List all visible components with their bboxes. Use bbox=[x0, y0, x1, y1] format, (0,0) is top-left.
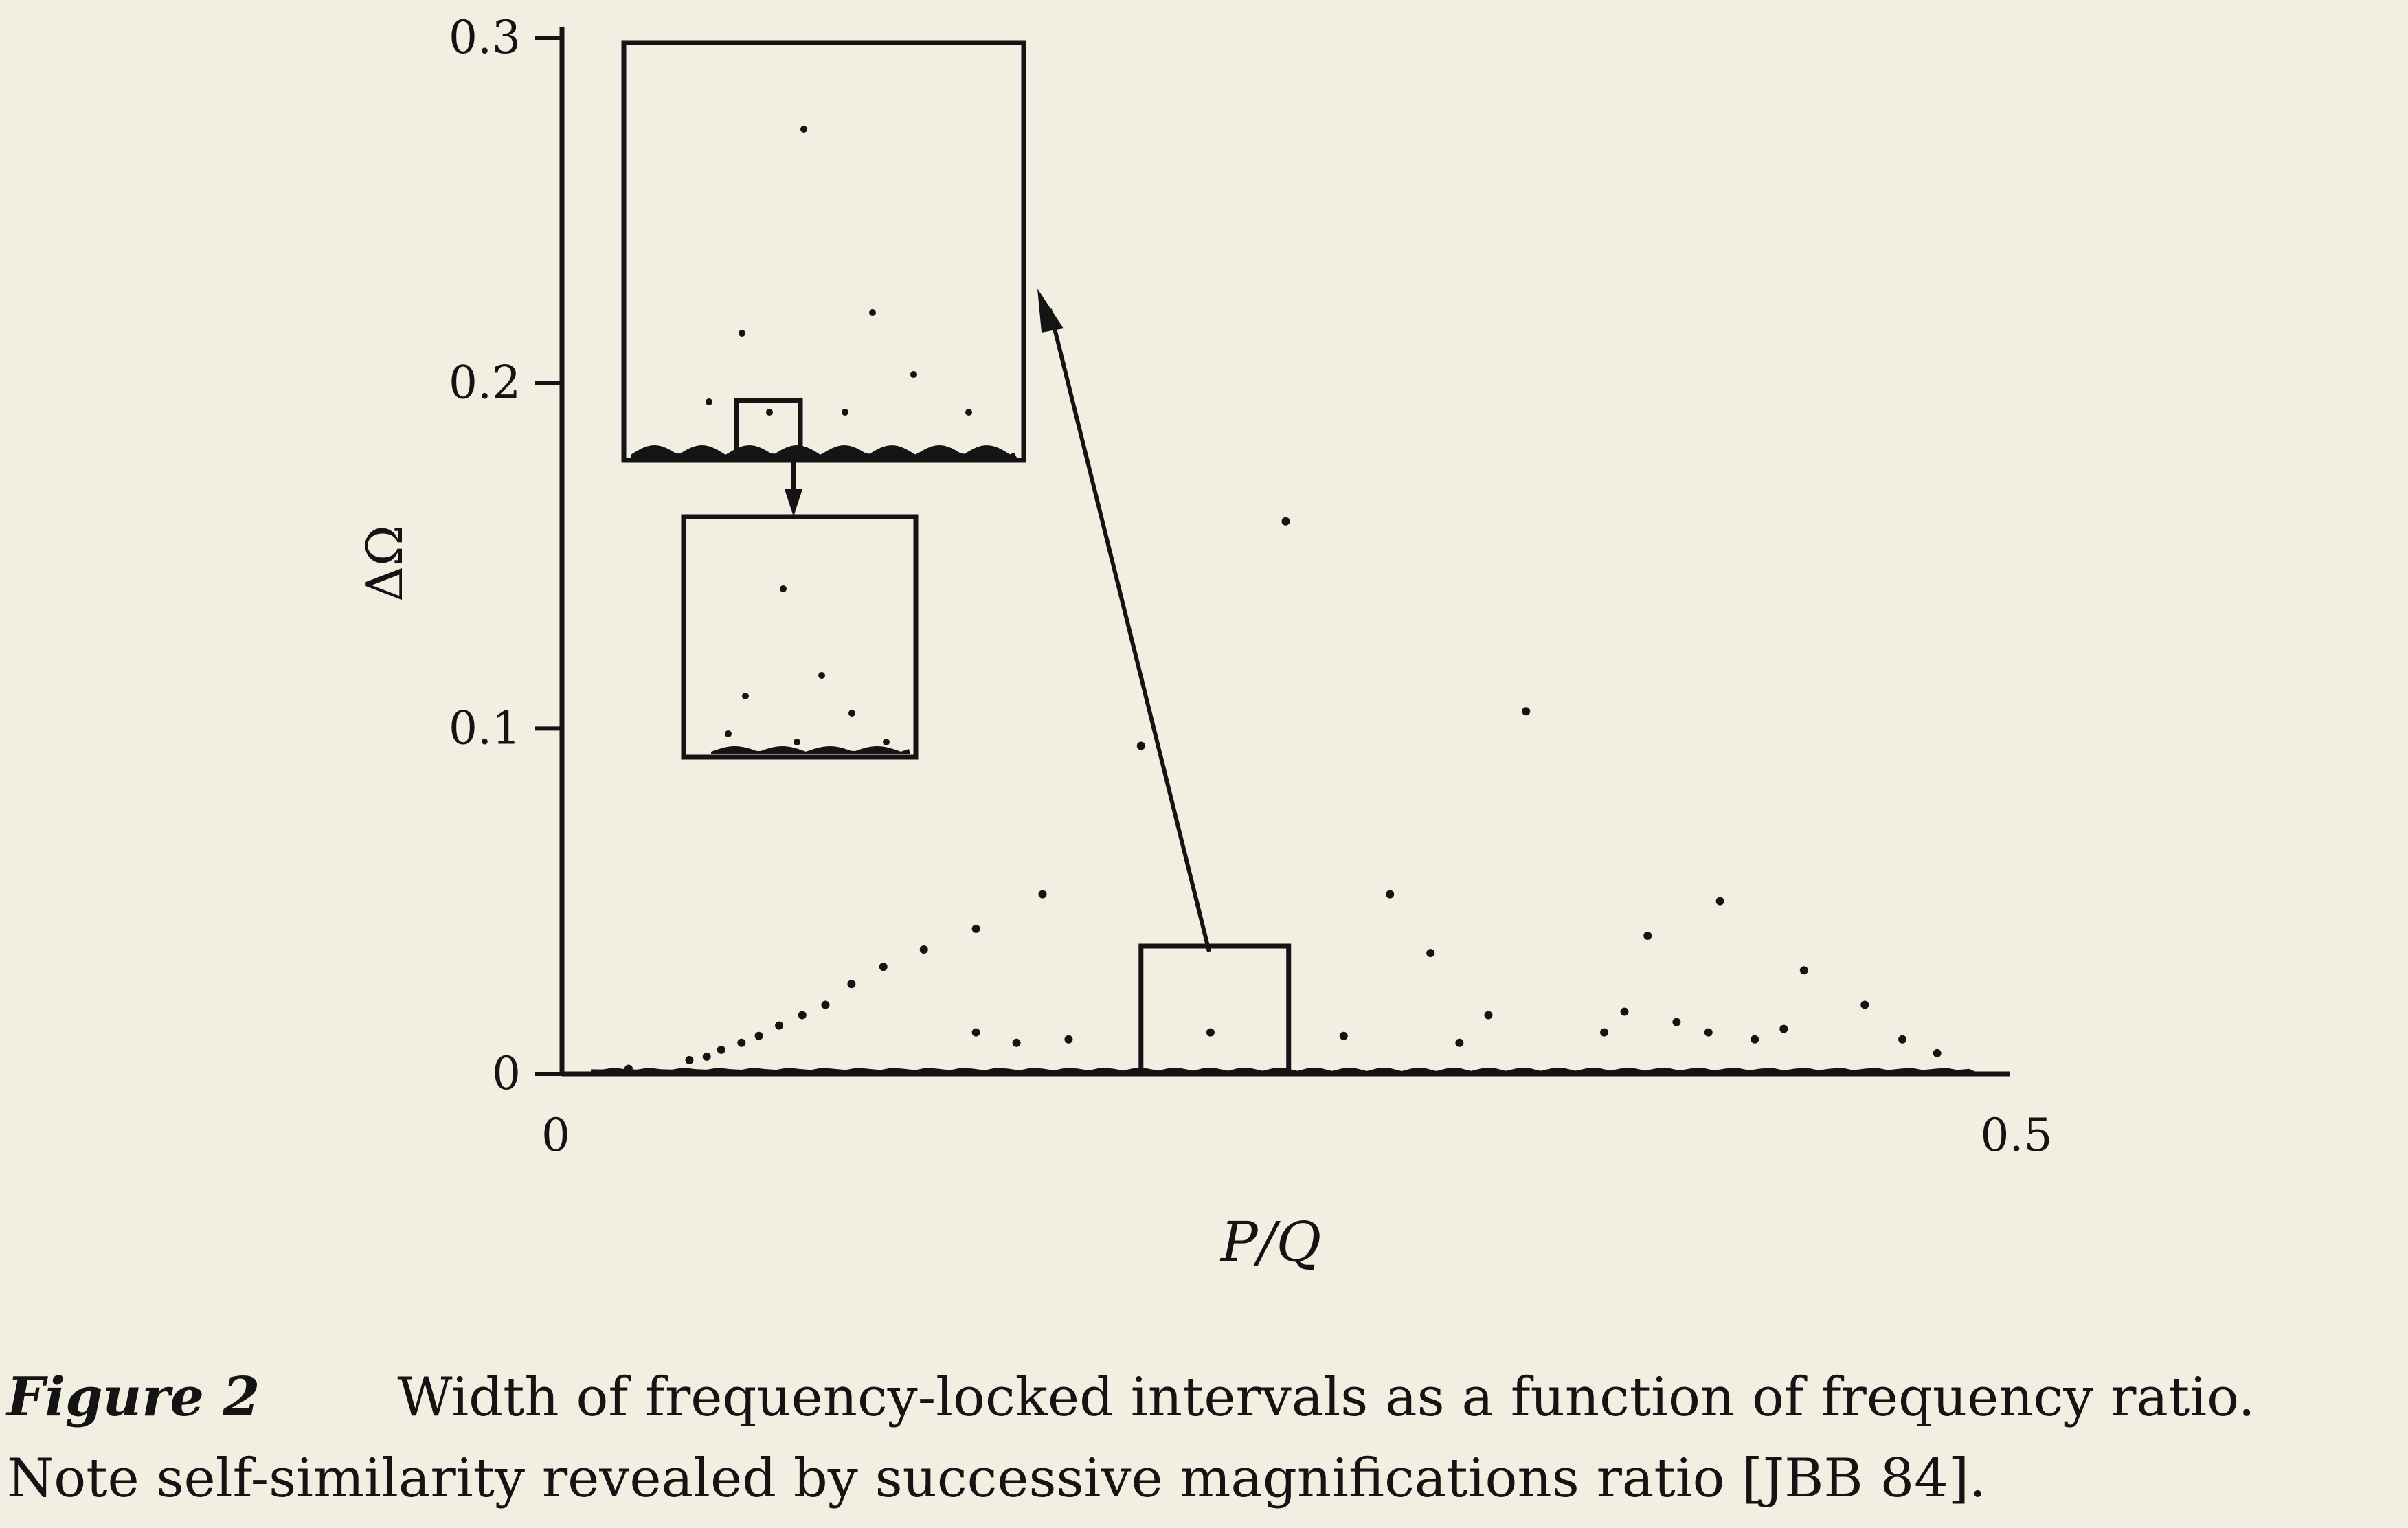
inset-2-dot-5 bbox=[794, 739, 800, 745]
data-point-30 bbox=[1620, 1007, 1629, 1016]
inset-1-tongues bbox=[631, 445, 1017, 458]
data-point-8 bbox=[821, 1000, 830, 1009]
zoom-arrow-1-head bbox=[1037, 289, 1064, 333]
data-point-27 bbox=[1455, 1038, 1464, 1047]
data-point-13 bbox=[1038, 890, 1047, 899]
inset-1-dot-3 bbox=[910, 371, 917, 378]
data-point-15 bbox=[1281, 517, 1290, 526]
data-point-32 bbox=[1672, 1018, 1681, 1026]
data-point-35 bbox=[1779, 1024, 1788, 1033]
data-point-36 bbox=[1898, 1035, 1907, 1044]
data-points bbox=[624, 517, 1942, 1073]
inset-1-dot-5 bbox=[965, 409, 972, 416]
inset-2-dot-2 bbox=[742, 693, 749, 699]
data-point-22 bbox=[971, 1028, 980, 1037]
inset-2-dot-6 bbox=[883, 739, 890, 745]
inset-2-frame bbox=[681, 514, 919, 760]
zoom-source-box bbox=[1138, 943, 1292, 1077]
data-point-2 bbox=[702, 1052, 711, 1061]
data-point-23 bbox=[1012, 1038, 1021, 1047]
data-point-28 bbox=[1484, 1011, 1493, 1020]
data-point-21 bbox=[1860, 1000, 1869, 1009]
data-point-17 bbox=[1426, 949, 1435, 958]
tick-labels: 0 0.1 0.2 0.3 0 0.5 bbox=[449, 11, 2052, 1162]
inset-1-dot-4 bbox=[706, 398, 712, 405]
data-point-18 bbox=[1522, 707, 1531, 716]
x-tick-label-0: 0 bbox=[541, 1109, 570, 1162]
inset-2-tongues bbox=[711, 746, 910, 754]
data-point-3 bbox=[717, 1045, 725, 1054]
data-point-34 bbox=[1751, 1035, 1759, 1044]
y-axis-title: ΔΩ bbox=[356, 525, 414, 602]
y-tick-label-0: 0 bbox=[492, 1047, 521, 1100]
data-point-9 bbox=[847, 980, 856, 989]
data-point-16 bbox=[1386, 890, 1395, 899]
zoom-arrow-2-head bbox=[785, 489, 802, 517]
data-point-4 bbox=[737, 1038, 746, 1047]
baseline-tongues bbox=[591, 1068, 1981, 1074]
data-point-31 bbox=[1643, 931, 1652, 940]
data-point-29 bbox=[1600, 1028, 1609, 1037]
y-tick-label-1: 0.1 bbox=[449, 701, 521, 754]
inset-1-source-box bbox=[734, 398, 803, 462]
inset-1-dot-0 bbox=[800, 126, 807, 133]
x-tick-label-1: 0.5 bbox=[1981, 1109, 2053, 1162]
inset-1-dot-1 bbox=[739, 330, 745, 337]
inset-1-dot-6 bbox=[842, 409, 848, 416]
data-point-0 bbox=[624, 1064, 633, 1073]
inset-2-dot-4 bbox=[725, 730, 732, 737]
inset-2-dot-1 bbox=[818, 672, 825, 679]
data-point-19 bbox=[1715, 897, 1724, 906]
inset-2-dot-0 bbox=[780, 585, 787, 592]
y-tick-label-2: 0.2 bbox=[449, 357, 521, 409]
data-point-1 bbox=[685, 1055, 694, 1064]
y-tick-label-3: 0.3 bbox=[449, 11, 521, 64]
data-point-24 bbox=[1064, 1035, 1073, 1044]
data-point-12 bbox=[971, 924, 980, 933]
data-point-33 bbox=[1704, 1028, 1713, 1037]
inset-1-frame bbox=[621, 40, 1026, 463]
data-point-11 bbox=[919, 945, 928, 954]
data-point-10 bbox=[879, 963, 888, 971]
data-point-5 bbox=[754, 1031, 763, 1040]
inset-1-dot-7 bbox=[766, 409, 773, 416]
data-point-20 bbox=[1799, 966, 1808, 975]
inset-1-dot-2 bbox=[869, 309, 876, 316]
magnification-insets bbox=[621, 40, 1292, 1077]
data-point-14 bbox=[1136, 741, 1145, 750]
data-point-37 bbox=[1933, 1048, 1942, 1057]
x-axis-title: P/Q bbox=[1219, 1210, 1321, 1274]
data-point-25 bbox=[1206, 1028, 1215, 1037]
data-point-6 bbox=[775, 1021, 784, 1030]
data-point-26 bbox=[1339, 1031, 1348, 1040]
figure-label: Figure 2 bbox=[7, 1366, 260, 1428]
data-point-7 bbox=[798, 1011, 807, 1020]
caption-text: Width of frequency-locked intervals as a… bbox=[7, 1367, 2255, 1509]
devils-staircase-baseline bbox=[591, 1068, 1981, 1074]
zoom-arrow-1-shaft bbox=[1048, 308, 1211, 952]
inset-2-dot-3 bbox=[848, 710, 855, 717]
